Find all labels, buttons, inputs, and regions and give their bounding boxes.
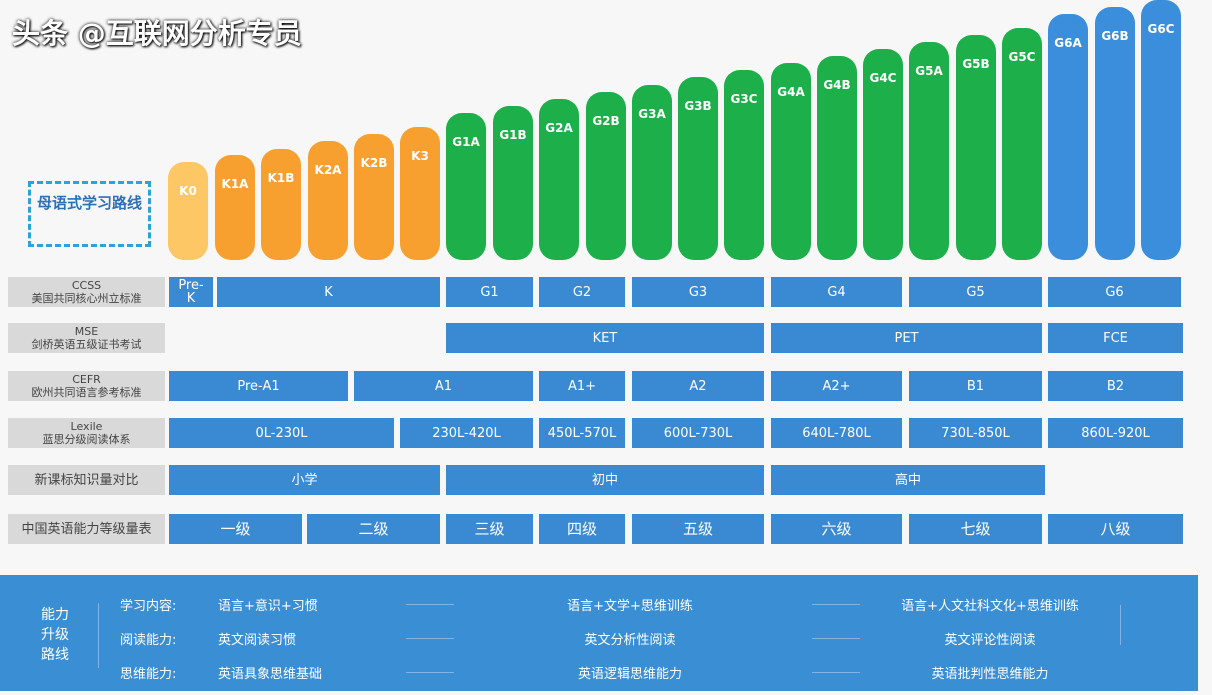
row-cell: 0L-230L	[169, 418, 394, 448]
row-cell: 七级	[909, 514, 1042, 544]
level-pill: G6C	[1141, 0, 1181, 260]
row-cell: 730L-850L	[909, 418, 1042, 448]
level-pill: G2A	[539, 99, 579, 260]
row-cell: 600L-730L	[632, 418, 764, 448]
connector-line	[812, 638, 860, 639]
row-cell: B2	[1048, 371, 1183, 401]
row-cell: 八级	[1048, 514, 1183, 544]
row-cell: PET	[771, 323, 1042, 353]
row-cell: 六级	[771, 514, 902, 544]
level-pill: G3A	[632, 85, 672, 260]
row-cell: 450L-570L	[539, 418, 625, 448]
connector-line	[812, 604, 860, 605]
row-cell: 初中	[446, 465, 764, 495]
row-cell: A1+	[539, 371, 625, 401]
row-cell: G3	[632, 277, 764, 307]
row-name: 剑桥英语五级证书考试	[31, 338, 142, 351]
watermark: 头条 @互联网分析专员	[12, 17, 302, 50]
ability-stage: 英语逻辑思维能力	[577, 667, 682, 682]
row-cell: 五级	[632, 514, 764, 544]
row-cell: 二级	[307, 514, 440, 544]
row-cell: FCE	[1048, 323, 1183, 353]
level-pill: G4A	[771, 63, 811, 260]
row-cell: 230L-420L	[400, 418, 533, 448]
row-cell: A2	[632, 371, 764, 401]
ability-stage: 英语批判性思维能力	[931, 667, 1049, 682]
ability-stage: 语言+文学+思维训练	[567, 599, 693, 614]
level-pill: G1A	[446, 113, 486, 260]
row-name: 中国英语能力等级量表	[21, 521, 152, 537]
ability-stage: 语言+人文社科文化+思维训练	[901, 599, 1079, 614]
divider	[1120, 605, 1121, 645]
ability-stage: 英文分析性阅读	[584, 633, 676, 648]
ability-stage: 英语具象思维基础	[218, 667, 323, 682]
level-pill: G1B	[493, 106, 533, 260]
level-pill: K1B	[261, 149, 301, 260]
level-pill: G3B	[678, 77, 718, 260]
ability-label: 阅读能力:	[120, 633, 177, 648]
ability-stage: 英文阅读习惯	[218, 633, 297, 648]
level-pill: K0	[168, 162, 208, 260]
route-title-box: 母语式学习路线	[28, 181, 151, 247]
row-name: 蓝思分级阅读体系	[42, 433, 131, 446]
row-cell: 四级	[539, 514, 625, 544]
level-pill: G5C	[1002, 28, 1042, 260]
row-name: 美国共同核心州立标准	[31, 292, 142, 305]
level-pill: K1A	[215, 155, 255, 260]
row-cell: 860L-920L	[1048, 418, 1183, 448]
connector-line	[812, 672, 860, 673]
level-pill: G4C	[863, 49, 903, 260]
row-cell: 小学	[169, 465, 440, 495]
row-cell: G5	[909, 277, 1042, 307]
row-cell: Pre-A1	[169, 371, 348, 401]
ability-stage: 语言+意识+习惯	[218, 599, 318, 614]
row-cell: K	[217, 277, 440, 307]
ability-stage: 英文评论性阅读	[944, 633, 1036, 648]
row-cell: Pre-K	[169, 277, 213, 307]
row-name: 新课标知识量对比	[34, 472, 139, 488]
divider	[98, 603, 99, 668]
row-name: 欧州共同语言参考标准	[31, 386, 142, 399]
ability-label: 学习内容:	[120, 599, 177, 614]
level-pill: K3	[400, 127, 440, 260]
route-title: 母语式学习路线	[36, 194, 142, 212]
row-cell: A2+	[771, 371, 902, 401]
connector-line	[406, 604, 454, 605]
row-cell: G1	[446, 277, 533, 307]
row-label: 新课标知识量对比	[8, 465, 165, 495]
level-pill: G3C	[724, 70, 764, 260]
panel-title: 能力升级路线	[41, 607, 69, 663]
row-abbr: CCSS	[71, 279, 102, 292]
ability-panel: 能力升级路线 学习内容: 语言+意识+习惯 语言+文学+思维训练 语言+人文社科文化+…	[0, 575, 1198, 691]
row-cell: B1	[909, 371, 1042, 401]
row-abbr: CEFR	[72, 373, 101, 386]
level-pill: G4B	[817, 56, 857, 260]
row-cell: G4	[771, 277, 902, 307]
level-pill: G2B	[586, 92, 626, 260]
level-pill: K2B	[354, 134, 394, 260]
level-pill: G5A	[909, 42, 949, 260]
row-cell: G6	[1048, 277, 1181, 307]
row-cell: 640L-780L	[771, 418, 902, 448]
row-label: 中国英语能力等级量表	[8, 514, 165, 544]
level-pill: G6A	[1048, 14, 1088, 260]
level-pill: G6B	[1095, 7, 1135, 260]
row-cell: G2	[539, 277, 625, 307]
row-abbr: MSE	[74, 325, 99, 338]
connector-line	[406, 638, 454, 639]
row-cell: KET	[446, 323, 764, 353]
ability-label: 思维能力:	[120, 667, 177, 682]
level-pill: K2A	[308, 141, 348, 260]
row-abbr: Lexile	[70, 420, 103, 433]
connector-line	[406, 672, 454, 673]
row-cell: 一级	[169, 514, 302, 544]
row-cell: 三级	[446, 514, 533, 544]
row-cell: 高中	[771, 465, 1045, 495]
row-cell: A1	[354, 371, 533, 401]
level-pill: G5B	[956, 35, 996, 260]
